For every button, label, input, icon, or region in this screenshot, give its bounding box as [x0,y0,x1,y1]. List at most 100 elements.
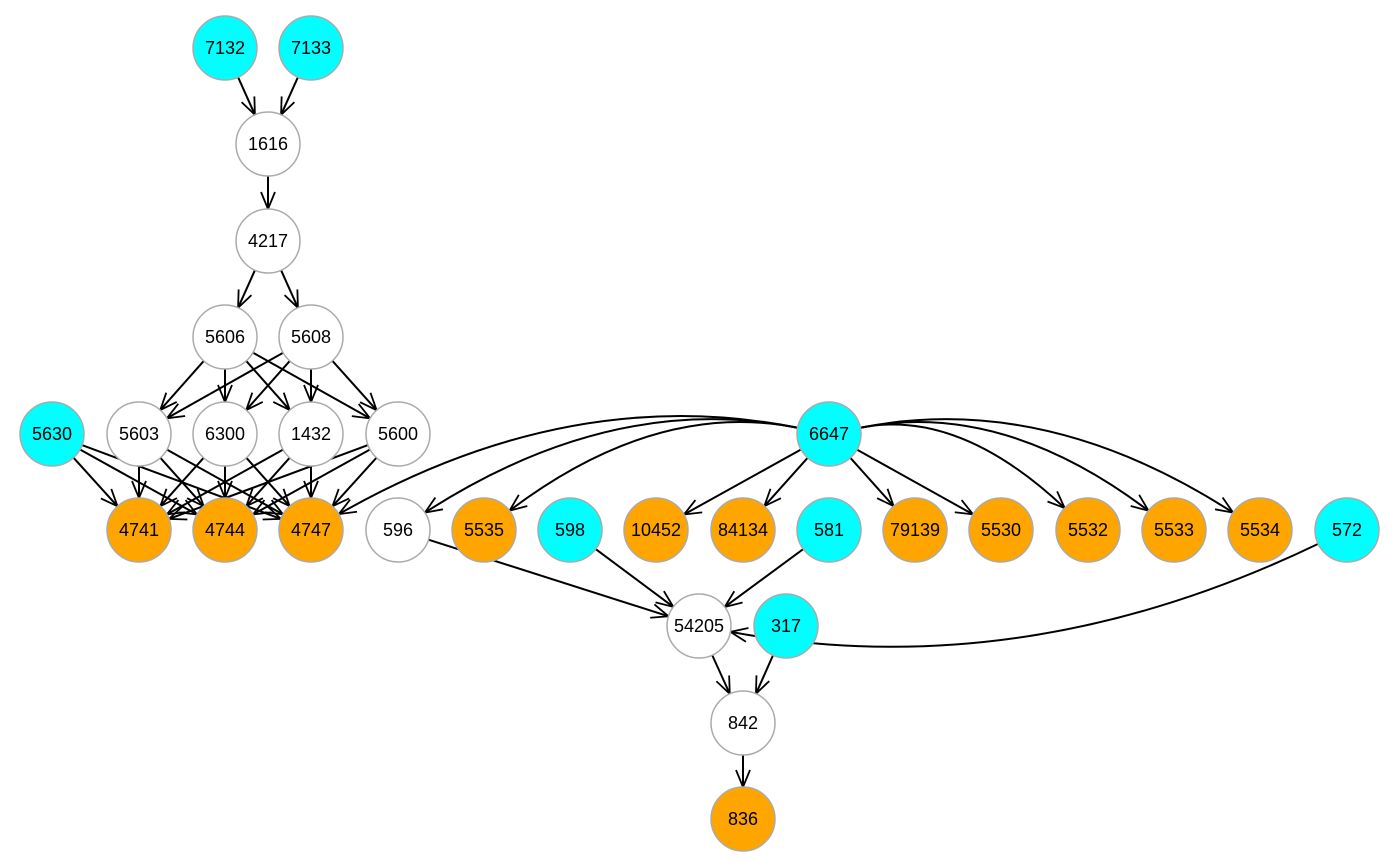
node-5608: 5608 [278,304,344,370]
node-circle-842 [710,690,776,756]
edge-5608-to-6300 [246,360,291,410]
node-598: 598 [537,497,603,563]
node-label-6300: 6300 [205,424,245,444]
edge-6647-to-596 [425,418,798,512]
node-label-6647: 6647 [809,424,849,444]
node-label-596: 596 [383,520,413,540]
edge-6647-to-4747 [339,415,798,514]
edge-4217-to-5608 [280,269,298,308]
edge-5630-to-4741 [72,457,117,507]
node-layer: 7132 7133 1616 4217 5606 5608 5630 5603 6300 1432… [19,15,1380,852]
edge-5608-to-5600 [331,360,376,410]
edge-layer [72,76,1319,787]
edge-6647-to-5535 [510,421,798,511]
node-5533: 5533 [1141,497,1207,563]
node-circle-5606 [192,304,258,370]
node-5530: 5530 [968,497,1034,563]
node-317: 317 [753,593,819,659]
node-label-5606: 5606 [205,327,245,347]
node-circle-5530 [968,497,1034,563]
node-label-54205: 54205 [674,616,724,636]
node-label-5530: 5530 [981,520,1021,540]
edge-5600-to-4747 [332,457,378,507]
node-6647: 6647 [796,401,862,467]
node-4217: 4217 [235,208,301,274]
node-circle-4744 [192,497,258,563]
node-circle-4741 [106,497,172,563]
node-circle-5608 [278,304,344,370]
edge-6647-to-5534 [860,418,1233,512]
edge-6647-to-5533 [860,421,1148,511]
node-circle-572 [1314,497,1380,563]
node-label-10452: 10452 [631,520,681,540]
node-836: 836 [710,786,776,852]
node-label-4744: 4744 [205,520,245,540]
node-4741: 4741 [106,497,172,563]
node-842: 842 [710,690,776,756]
node-label-1616: 1616 [248,134,288,154]
node-1432: 1432 [278,401,344,467]
edge-598-to-54205 [595,548,674,607]
node-572: 572 [1314,497,1380,563]
node-circle-1616 [235,111,301,177]
edge-7132-to-1616 [237,76,255,115]
node-label-5534: 5534 [1240,520,1280,540]
node-circle-5534 [1227,497,1293,563]
node-label-5600: 5600 [378,424,418,444]
node-circle-1432 [278,401,344,467]
node-circle-79139 [882,497,948,563]
node-label-5533: 5533 [1154,520,1194,540]
node-label-4747: 4747 [291,520,331,540]
edge-5608-to-5603 [167,351,284,419]
edge-54205-to-842 [711,654,730,694]
node-label-5535: 5535 [464,520,504,540]
edge-1432-to-4741 [167,448,284,515]
node-label-7132: 7132 [205,38,245,58]
node-circle-581 [796,497,862,563]
node-circle-5630 [19,401,85,467]
node-label-842: 842 [728,713,758,733]
edge-5600-to-4741 [169,444,369,519]
node-5535: 5535 [451,497,517,563]
edge-5606-to-5603 [160,360,205,410]
node-label-4741: 4741 [119,520,159,540]
edge-317-to-842 [756,654,774,693]
node-label-7133: 7133 [291,38,331,58]
node-581: 581 [796,497,862,563]
node-4747: 4747 [278,497,344,563]
edge-5600-to-4744 [253,448,371,515]
node-circle-5533 [1141,497,1207,563]
node-label-5630: 5630 [32,424,72,444]
node-label-572: 572 [1332,520,1362,540]
node-circle-4747 [278,497,344,563]
node-circle-5535 [451,497,517,563]
node-84134: 84134 [710,497,776,563]
node-label-581: 581 [814,520,844,540]
edge-6647-to-79139 [849,457,893,506]
node-54205: 54205 [666,593,732,659]
node-label-317: 317 [771,616,801,636]
node-5600: 5600 [365,401,431,467]
node-5630: 5630 [19,401,85,467]
node-6300: 6300 [192,401,258,467]
node-label-4217: 4217 [248,231,288,251]
node-10452: 10452 [623,497,689,563]
node-1616: 1616 [235,111,301,177]
node-circle-4217 [235,208,301,274]
node-5603: 5603 [106,401,172,467]
node-circle-84134 [710,497,776,563]
edge-581-to-54205 [725,548,804,607]
node-circle-596 [365,497,431,563]
node-circle-836 [710,786,776,852]
node-circle-7133 [278,15,344,81]
node-circle-6300 [192,401,258,467]
edge-6647-to-10452 [684,448,802,515]
node-circle-5603 [106,401,172,467]
edge-6647-to-5530 [856,448,973,515]
node-label-5603: 5603 [119,424,159,444]
node-5606: 5606 [192,304,258,370]
node-label-79139: 79139 [890,520,940,540]
node-4744: 4744 [192,497,258,563]
node-circle-6647 [796,401,862,467]
